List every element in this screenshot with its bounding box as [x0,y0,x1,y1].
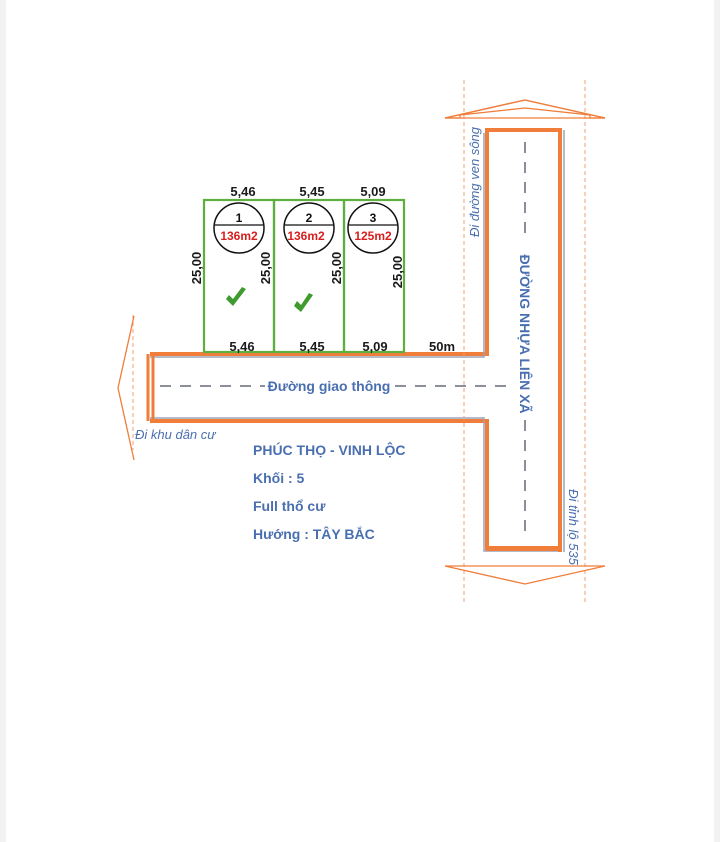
info-location: PHÚC THỌ - VINH LỘC [253,441,405,458]
lot-2-depth: 25,00 [258,252,273,285]
road-label-riverside: Đi đường ven sông [467,126,482,237]
right-depth: 25,00 [390,256,405,289]
distance-label: 50m [429,339,455,354]
lot-1-top-width: 5,46 [230,184,255,199]
lot-3[interactable] [342,198,406,354]
lot-number: 1 [236,211,243,225]
direction-arrows [117,99,606,585]
lot-area: 136m2 [287,229,325,243]
arrow-down-icon [444,565,606,585]
lot-3-badge: 3 125m2 [347,202,399,254]
info-block: PHÚC THỌ - VINH LỘC Khối : 5 Full thổ cư… [253,441,405,542]
info-direction: Hướng : TÂY BẮC [253,525,375,542]
lot-1-depth: 25,00 [189,252,204,285]
lot-2-top-width: 5,45 [299,184,324,199]
lot-number: 3 [370,211,377,225]
lot-2-badge: 2 136m2 [283,202,335,254]
lot-number: 2 [306,211,313,225]
lot-3-bottom-width: 5,09 [362,339,387,354]
road-network [132,80,586,605]
road-label-provincial: Đi tỉnh lộ 535 [566,489,581,566]
lot-area: 136m2 [220,229,258,243]
road-edge [150,419,560,550]
arrow-up-icon [444,99,606,119]
lot-area: 125m2 [354,229,392,243]
arrow-up-icon [444,99,606,119]
checkmark-icon [226,287,246,306]
info-land-type: Full thổ cư [253,498,326,514]
road-label-main: ĐƯỜNG NHỰA LIÊN XÃ [517,254,534,413]
lots-group: 1 136m2 2 136m2 3 125m2 [202,198,406,354]
lot-2-bottom-width: 5,45 [299,339,324,354]
road-label-residential: Đi khu dân cư [135,427,216,442]
info-block-number: Khối : 5 [253,470,305,486]
lot-1-bottom-width: 5,46 [229,339,254,354]
road-edge [150,133,485,358]
arrow-left-icon [117,315,135,461]
road-labels: Đường giao thông ĐƯỜNG NHỰA LIÊN XÃ Đi k… [135,126,581,565]
dimensions: 5,46 5,45 5,09 5,46 5,45 5,09 25,00 25,0… [189,184,455,354]
lot-1-badge: 1 136m2 [213,202,265,254]
road-label-horizontal: Đường giao thông [268,378,391,394]
checkmark-icon [294,293,313,312]
lot-3-depth: 25,00 [329,252,344,285]
lot-3-top-width: 5,09 [360,184,385,199]
